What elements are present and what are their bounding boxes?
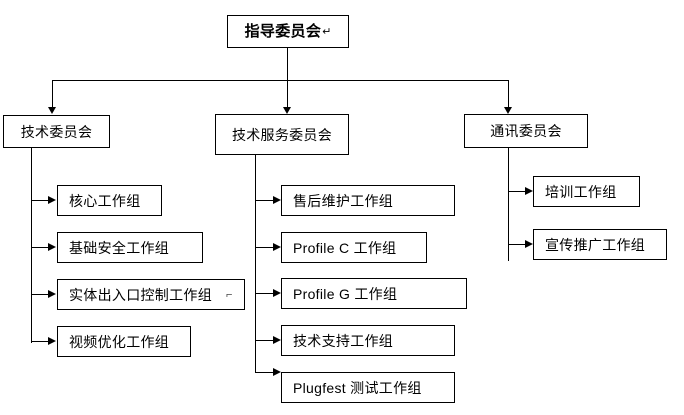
arrow-right-technical-1 xyxy=(48,196,56,204)
connector-spine-service xyxy=(255,155,256,373)
connector-rail-technical-2 xyxy=(31,247,48,248)
node-group-basic-security-label: 基础安全工作组 xyxy=(69,239,170,256)
node-root-steering-committee[interactable]: 指导委员会↵ xyxy=(227,15,349,48)
connector-drop-communication xyxy=(508,80,509,107)
node-group-core[interactable]: 核心工作组 xyxy=(57,185,162,216)
connector-distribution-bar xyxy=(52,80,508,81)
node-group-after-sales-maintenance-label: 售后维护工作组 xyxy=(293,192,394,209)
arrow-right-technical-3 xyxy=(48,290,56,298)
node-group-profile-g[interactable]: Profile G 工作组 xyxy=(281,278,467,309)
node-root-label: 指导委员会 xyxy=(244,23,322,40)
connector-rail-communication-1 xyxy=(508,191,525,192)
connector-rail-technical-4 xyxy=(31,341,48,342)
connector-rail-service-3 xyxy=(255,293,273,294)
node-group-promotion[interactable]: 宣传推广工作组 xyxy=(533,229,667,260)
arrow-right-service-1 xyxy=(273,196,281,204)
connector-spine-technical xyxy=(31,148,32,343)
node-group-physical-access-control[interactable]: 实体出入口控制工作组 ⌐ xyxy=(57,279,245,310)
node-group-profile-c-label: Profile C 工作组 xyxy=(293,239,397,256)
connector-rail-service-4 xyxy=(255,340,273,341)
node-group-after-sales-maintenance[interactable]: 售后维护工作组 xyxy=(281,185,455,216)
connector-rail-service-5 xyxy=(255,372,273,373)
node-group-basic-security[interactable]: 基础安全工作组 xyxy=(57,232,203,263)
arrow-right-service-5 xyxy=(273,368,281,376)
connector-drop-service xyxy=(287,80,288,107)
node-group-core-label: 核心工作组 xyxy=(69,192,141,209)
node-group-training[interactable]: 培训工作组 xyxy=(533,176,640,207)
text-cursor-icon: ⌐ xyxy=(226,288,233,301)
connector-rail-technical-1 xyxy=(31,200,48,201)
arrow-right-service-2 xyxy=(273,243,281,251)
node-group-video-optimization-label: 视频优化工作组 xyxy=(69,333,170,350)
arrow-right-technical-2 xyxy=(48,243,56,251)
arrow-down-communication xyxy=(504,107,512,114)
connector-root-stem xyxy=(287,48,288,80)
connector-rail-service-2 xyxy=(255,247,273,248)
arrow-right-service-3 xyxy=(273,289,281,297)
arrow-right-service-4 xyxy=(273,336,281,344)
node-committee-service-label: 技术服务委员会 xyxy=(231,126,333,143)
node-group-promotion-label: 宣传推广工作组 xyxy=(545,236,646,253)
arrow-right-communication-1 xyxy=(525,187,533,195)
pilcrow-icon: ↵ xyxy=(322,26,332,38)
arrow-down-service xyxy=(283,107,291,114)
node-group-plugfest-testing-label: Plugfest 测试工作组 xyxy=(293,379,422,396)
connector-drop-technical xyxy=(52,80,53,107)
node-group-training-label: 培训工作组 xyxy=(545,183,617,200)
arrow-down-technical xyxy=(48,107,56,114)
connector-spine-communication xyxy=(508,148,509,261)
node-group-technical-support[interactable]: 技术支持工作组 xyxy=(281,325,455,356)
node-group-profile-c[interactable]: Profile C 工作组 xyxy=(281,232,427,263)
node-group-plugfest-testing[interactable]: Plugfest 测试工作组 xyxy=(281,372,455,403)
node-group-physical-access-control-label: 实体出入口控制工作组 xyxy=(69,286,212,303)
node-committee-technical-label: 技术委员会 xyxy=(20,123,93,140)
arrow-right-technical-4 xyxy=(48,337,56,345)
connector-rail-technical-3 xyxy=(31,294,48,295)
node-committee-technical[interactable]: 技术委员会 xyxy=(3,115,110,148)
node-committee-service[interactable]: 技术服务委员会 xyxy=(215,114,349,155)
node-group-video-optimization[interactable]: 视频优化工作组 xyxy=(57,326,191,357)
arrow-right-communication-2 xyxy=(525,240,533,248)
connector-rail-communication-2 xyxy=(508,244,525,245)
node-group-profile-g-label: Profile G 工作组 xyxy=(293,285,398,302)
node-committee-communication[interactable]: 通讯委员会 xyxy=(464,114,588,148)
node-group-technical-support-label: 技术支持工作组 xyxy=(293,332,394,349)
node-committee-communication-label: 通讯委员会 xyxy=(490,123,562,139)
connector-rail-service-1 xyxy=(255,200,273,201)
